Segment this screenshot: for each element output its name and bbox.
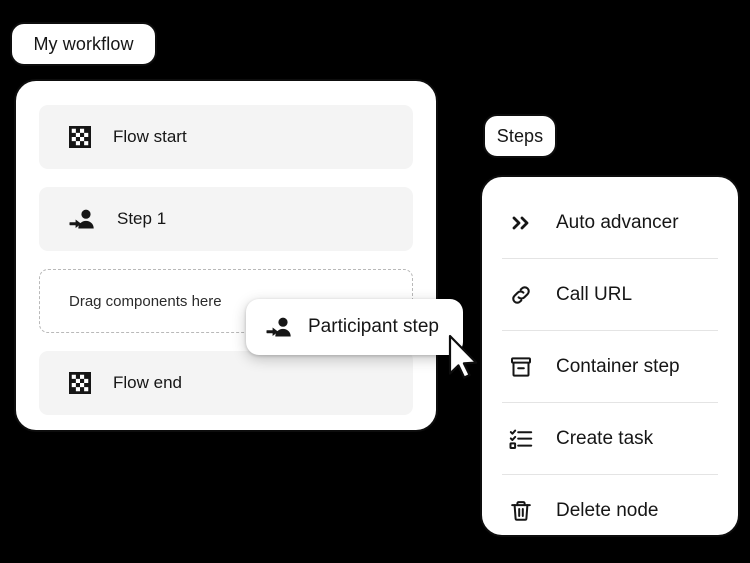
menu-item-label: Container step (556, 355, 680, 377)
menu-item-label: Delete node (556, 499, 659, 521)
menu-item-label: Auto advancer (556, 211, 679, 233)
workflow-title-chip[interactable]: My workflow (10, 22, 157, 66)
checkerboard-icon (69, 372, 91, 394)
checklist-icon (508, 426, 534, 452)
menu-item-call-url[interactable]: Call URL (500, 259, 720, 330)
menu-item-container-step[interactable]: Container step (500, 331, 720, 402)
workflow-node-label: Flow start (113, 127, 187, 146)
workflow-node-label: Step 1 (117, 209, 167, 228)
checkerboard-icon (69, 126, 91, 148)
workflow-node-list: Flow start Step 1 Drag compo (39, 105, 413, 433)
drag-preview-participant-step[interactable]: Participant step (246, 299, 463, 355)
workflow-node-flow-end[interactable]: Flow end (39, 351, 413, 415)
menu-item-label: Call URL (556, 283, 633, 305)
trash-icon (508, 498, 534, 524)
menu-separator (502, 258, 718, 259)
workflow-node-label: Flow end (113, 373, 182, 392)
drag-preview-label: Participant step (308, 316, 439, 337)
menu-item-auto-advancer[interactable]: Auto advancer (500, 187, 720, 258)
participant-icon (266, 316, 292, 338)
archive-box-icon (508, 354, 534, 380)
workflow-dropzone-label: Drag components here (69, 292, 222, 310)
steps-title-chip[interactable]: Steps (483, 114, 557, 158)
double-chevron-right-icon (508, 210, 534, 236)
steps-menu: Auto advancer Call URL (482, 187, 738, 546)
link-icon (508, 282, 534, 308)
steps-title-label: Steps (496, 125, 544, 146)
menu-separator (502, 330, 718, 331)
menu-separator (502, 402, 718, 403)
participant-icon (69, 208, 95, 230)
workflow-title-label: My workflow (33, 33, 134, 54)
menu-item-label: Create task (556, 427, 654, 449)
steps-panel: Auto advancer Call URL (480, 175, 740, 537)
workflow-node-step-1[interactable]: Step 1 (39, 187, 413, 251)
workflow-node-flow-start[interactable]: Flow start (39, 105, 413, 169)
menu-separator (502, 474, 718, 475)
menu-item-delete-node[interactable]: Delete node (500, 475, 720, 546)
menu-item-create-task[interactable]: Create task (500, 403, 720, 474)
workflow-panel: Flow start Step 1 Drag compo (14, 79, 438, 432)
